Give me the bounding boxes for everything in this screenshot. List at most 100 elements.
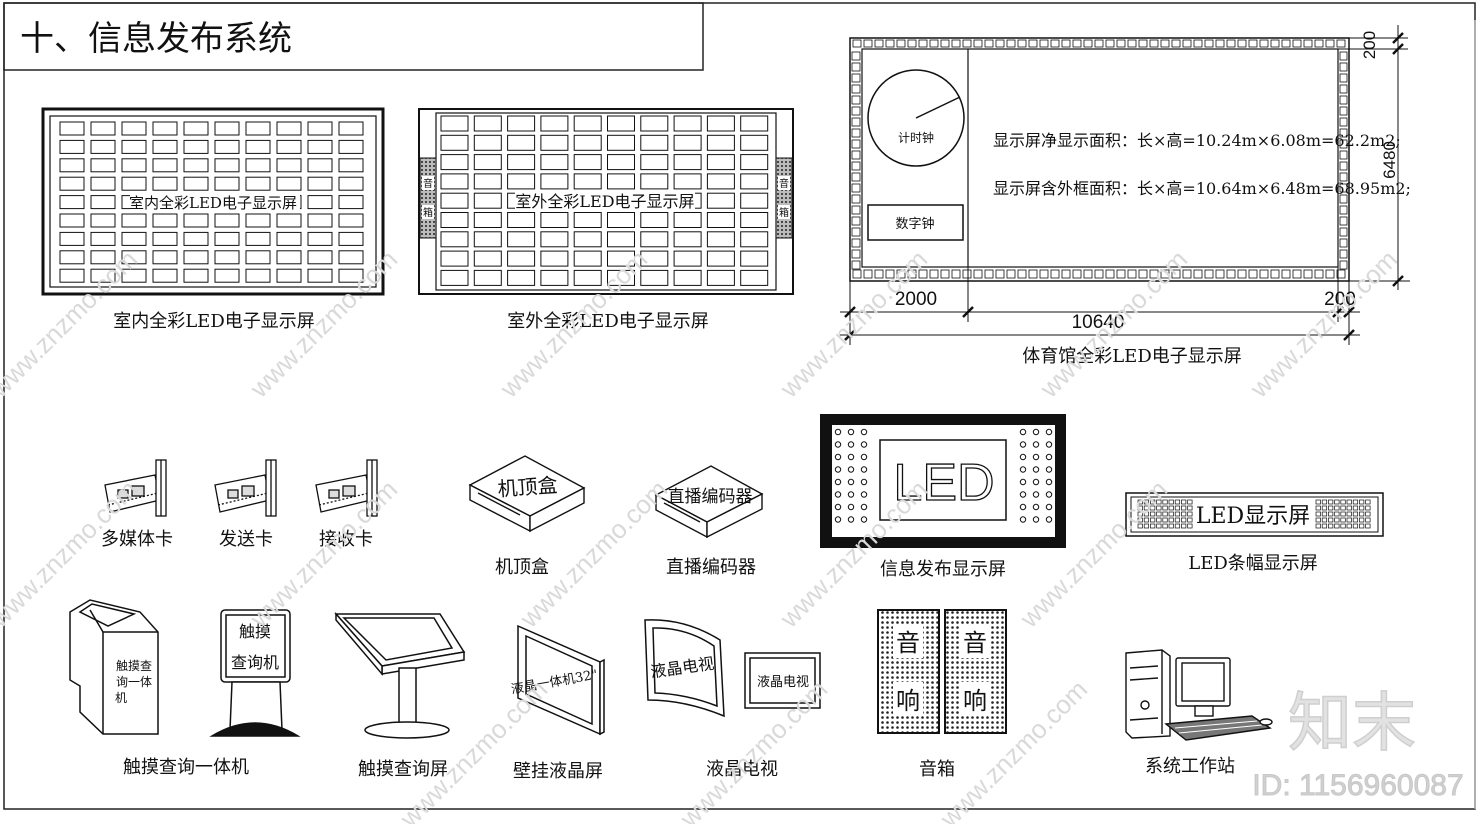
led-dot xyxy=(847,428,855,436)
banner-dot xyxy=(1346,499,1352,505)
frame-block xyxy=(851,95,861,105)
led-dot xyxy=(860,478,868,486)
frame-block xyxy=(1127,269,1137,279)
banner-dot xyxy=(1334,499,1340,505)
led-module xyxy=(183,250,209,265)
multimedia-card-caption: 多媒体卡 xyxy=(101,529,173,550)
banner-dot xyxy=(1137,511,1143,517)
stadium-dimensions xyxy=(840,25,1410,345)
led-module xyxy=(121,268,147,283)
led-module xyxy=(507,173,536,190)
banner-dot xyxy=(1162,505,1168,511)
live-encoder-label: 直播编码器 xyxy=(668,487,753,507)
banner-dot xyxy=(1328,523,1334,529)
banner-dot xyxy=(1174,523,1181,529)
led-module xyxy=(307,158,333,173)
image-id-watermark: ID: 1156960087 xyxy=(1252,769,1463,802)
frame-block xyxy=(940,39,950,48)
frame-block xyxy=(1339,249,1348,259)
led-module xyxy=(673,250,702,267)
led-module xyxy=(121,231,147,246)
frame-block xyxy=(852,39,862,48)
touch-query-machine-line2: 查询机 xyxy=(231,653,279,672)
led-module xyxy=(59,176,85,191)
dim-top-border: 200 xyxy=(1360,31,1379,59)
frame-block xyxy=(851,139,861,149)
led-dot xyxy=(834,491,842,498)
led-module xyxy=(440,173,469,190)
led-module xyxy=(440,269,469,286)
frame-block xyxy=(1237,269,1247,279)
banner-dot xyxy=(1359,523,1365,529)
led-module xyxy=(540,231,569,248)
led-module xyxy=(214,268,240,283)
led-module xyxy=(607,134,635,151)
banner-dot xyxy=(1346,523,1352,529)
led-dot xyxy=(847,453,855,461)
frame-block xyxy=(1061,39,1071,48)
banner-dot xyxy=(1346,511,1352,517)
led-dot xyxy=(860,516,868,523)
frame-block xyxy=(951,39,961,48)
outdoor-left-speaker-label-1: 音 xyxy=(423,177,433,190)
frame-block xyxy=(1061,269,1071,279)
led-module xyxy=(338,121,364,136)
led-module xyxy=(152,176,178,191)
led-module xyxy=(183,213,209,228)
banner-dot xyxy=(1352,517,1359,523)
led-module xyxy=(706,192,735,209)
frame-block xyxy=(1050,269,1060,279)
led-module xyxy=(307,250,333,265)
workstation-caption: 系统工作站 xyxy=(1145,756,1235,777)
banner-dot xyxy=(1143,511,1150,517)
led-module xyxy=(507,250,536,267)
led-module xyxy=(607,231,635,248)
frame-block xyxy=(851,205,861,215)
led-module xyxy=(276,231,302,246)
frame-block xyxy=(851,238,861,248)
led-dot xyxy=(860,503,868,511)
frame-block xyxy=(851,260,861,270)
led-module xyxy=(440,115,469,132)
frame-block xyxy=(852,269,862,279)
led-module xyxy=(307,139,333,154)
led-module xyxy=(307,121,333,136)
banner-dot xyxy=(1168,505,1174,511)
led-module xyxy=(59,231,85,246)
digital-clock xyxy=(867,204,964,241)
frame-block xyxy=(1017,269,1027,279)
frame-block xyxy=(1094,269,1104,279)
led-dot xyxy=(1045,441,1053,448)
led-module xyxy=(640,250,669,267)
kiosk-label-2: 询一体 xyxy=(116,675,152,689)
frame-block xyxy=(1339,117,1348,127)
led-module xyxy=(640,231,669,248)
led-module xyxy=(214,250,240,265)
led-module xyxy=(640,173,669,190)
banner-dot xyxy=(1321,499,1328,505)
frame-block xyxy=(1339,216,1348,226)
led-module xyxy=(473,115,502,132)
banner-dot xyxy=(1365,505,1371,511)
banner-dot xyxy=(1156,499,1162,505)
banner-dot xyxy=(1328,499,1334,505)
led-module xyxy=(706,173,735,190)
info-screen-caption: 信息发布显示屏 xyxy=(880,559,1006,580)
frame-block xyxy=(962,269,972,279)
led-module xyxy=(245,139,271,154)
frame-block xyxy=(1072,269,1082,279)
led-module xyxy=(573,134,602,151)
frame-block xyxy=(851,161,861,171)
frame-block xyxy=(1105,269,1115,279)
wall-mounted-lcd xyxy=(517,624,605,736)
led-module xyxy=(607,212,635,228)
led-dot xyxy=(1045,466,1053,473)
frame-block xyxy=(1193,39,1203,48)
banner-dot xyxy=(1352,511,1359,517)
frame-block xyxy=(1204,39,1214,48)
banner-dot xyxy=(1321,523,1328,529)
outdoor-led-screen: 音 箱 音 箱 室外全彩LED电子显示屏 xyxy=(418,108,794,295)
frame-block xyxy=(1105,39,1115,48)
banner-dot xyxy=(1181,511,1187,517)
led-module xyxy=(245,176,271,191)
